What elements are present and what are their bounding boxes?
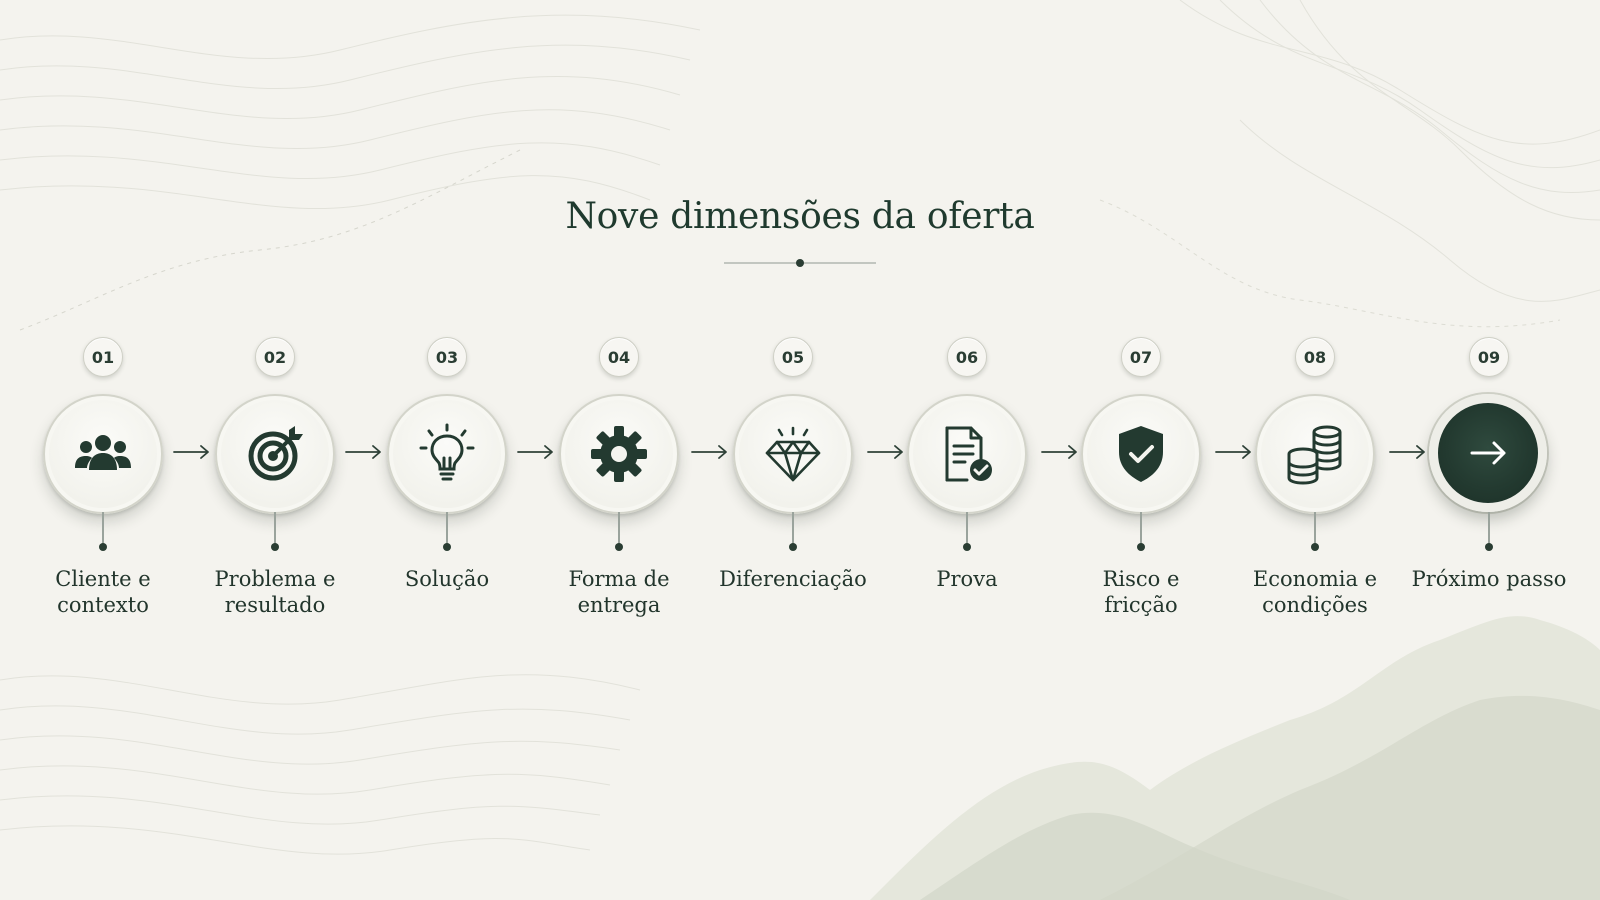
- connector-line: [1314, 512, 1316, 546]
- connector-line: [1488, 512, 1490, 546]
- arrow-right-icon: [1389, 445, 1425, 459]
- step-number: 01: [83, 337, 123, 377]
- shield-check-icon: [1119, 426, 1163, 482]
- connector-dot: [1137, 543, 1145, 551]
- connector-dot: [443, 543, 451, 551]
- step-number: 03: [427, 337, 467, 377]
- connector-dot: [271, 543, 279, 551]
- step-label: Solução: [404, 567, 490, 591]
- connector-line: [274, 512, 276, 546]
- arrow-right-icon: [1215, 445, 1251, 459]
- page-title: Nove dimensões da oferta: [565, 196, 1035, 237]
- connector-dot: [615, 543, 623, 551]
- arrow-right-icon: [345, 445, 381, 459]
- connector-line: [102, 512, 104, 546]
- step-label: Prova: [936, 567, 998, 591]
- step-icon-circle: [1081, 394, 1201, 514]
- step-number: 08: [1295, 337, 1335, 377]
- arrow-right-icon: [691, 445, 727, 459]
- gear-icon: [591, 426, 647, 482]
- step-icon-circle: [387, 394, 507, 514]
- step-icon-circle: [733, 394, 853, 514]
- arrow-right-icon: [1470, 441, 1506, 465]
- step-number: 09: [1469, 337, 1509, 377]
- step-label: Próximo passo: [1411, 567, 1567, 591]
- step-number: 04: [599, 337, 639, 377]
- step-icon-circle: [559, 394, 679, 514]
- arrow-right-icon: [867, 445, 903, 459]
- step-icon-circle: [1255, 394, 1375, 514]
- connector-line: [618, 512, 620, 546]
- arrow-right-icon: [1041, 445, 1077, 459]
- connector-dot: [789, 543, 797, 551]
- step-icon-circle: [907, 394, 1027, 514]
- step-number: 05: [773, 337, 813, 377]
- step-label: Diferenciação: [719, 567, 867, 591]
- step-number: 07: [1121, 337, 1161, 377]
- connector-dot: [1485, 543, 1493, 551]
- people-icon: [75, 435, 131, 470]
- step-number: 06: [947, 337, 987, 377]
- arrow-right-icon: [517, 445, 553, 459]
- step-icon-circle: [43, 394, 163, 514]
- coins-icon: [1287, 425, 1342, 485]
- step-icon-circle: [215, 394, 335, 514]
- document-check-icon: [945, 426, 992, 482]
- lightbulb-icon: [419, 423, 475, 481]
- connector-line: [792, 512, 794, 546]
- title-divider: [724, 259, 876, 267]
- connector-line: [1140, 512, 1142, 546]
- arrow-right-icon: [173, 445, 209, 459]
- connector-dot: [99, 543, 107, 551]
- next-step-button[interactable]: [1429, 394, 1547, 512]
- connector-dot: [963, 543, 971, 551]
- target-icon: [248, 426, 303, 481]
- connector-line: [966, 512, 968, 546]
- diamond-icon: [765, 426, 821, 482]
- connector-line: [446, 512, 448, 546]
- connector-dot: [1311, 543, 1319, 551]
- step-number: 02: [255, 337, 295, 377]
